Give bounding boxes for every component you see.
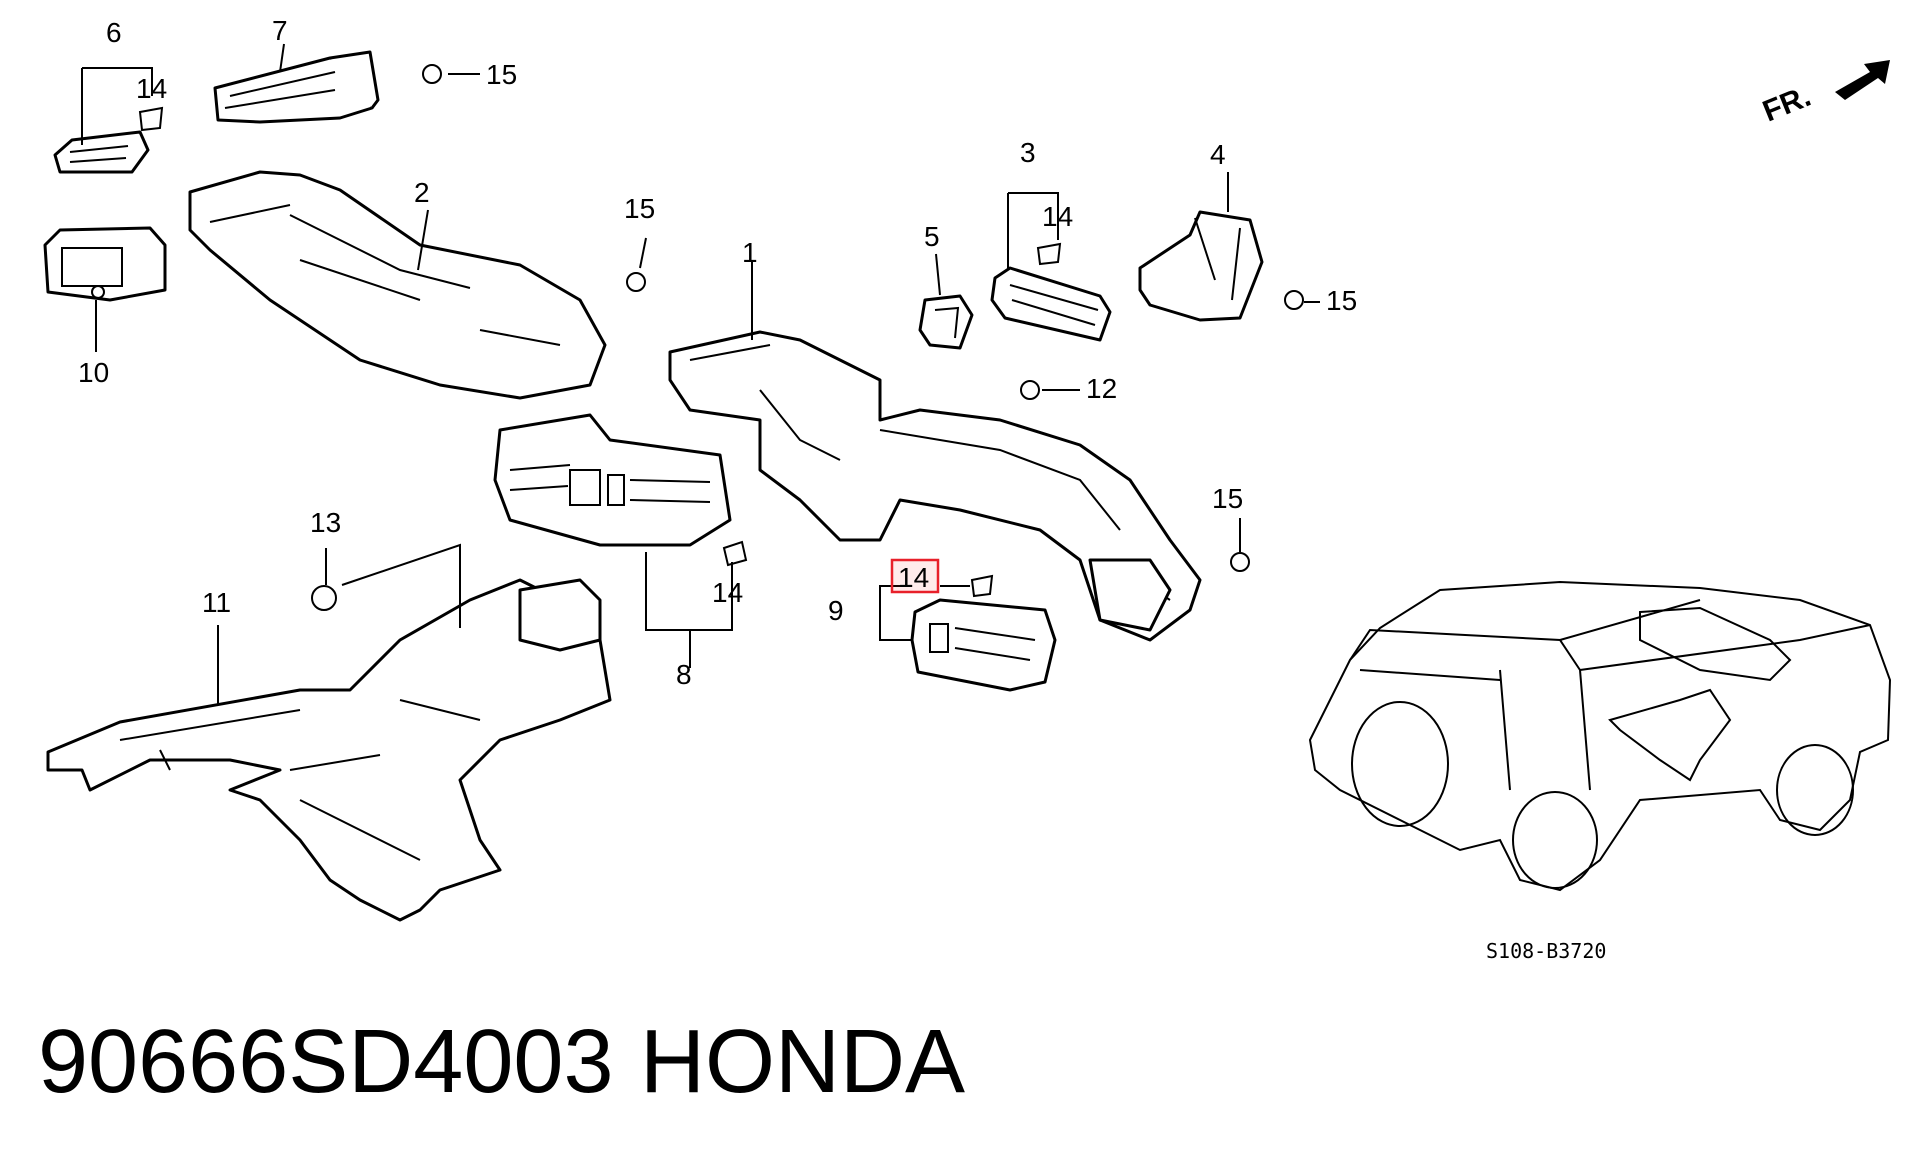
callout-10: 10 [78, 357, 109, 388]
callout-7: 7 [272, 15, 288, 46]
callout-14-top-left: 14 [136, 73, 167, 104]
clip-14-part3 [1036, 242, 1062, 266]
callout-14-part3: 14 [1042, 201, 1073, 232]
part-4-duct [1138, 210, 1264, 322]
callout-6: 6 [106, 17, 122, 48]
callout-12: 12 [1086, 373, 1117, 404]
clip-13 [311, 585, 337, 611]
part-10-vent [43, 226, 167, 302]
part-1-main-duct [668, 330, 1202, 642]
screw-12 [1020, 380, 1040, 400]
screw-15-top [422, 64, 442, 84]
callout-5: 5 [924, 221, 940, 252]
callout-8: 8 [676, 659, 692, 690]
brand-name: HONDA [640, 1012, 965, 1112]
front-direction-indicator: FR. [1758, 60, 1890, 128]
part-9-vent [910, 598, 1057, 692]
callout-9: 9 [828, 595, 844, 626]
callout-15-lower-right: 15 [1212, 483, 1243, 514]
part-5-clip [918, 294, 974, 350]
part-number: 90666SD4003 [38, 1012, 614, 1112]
screw-15-right [1284, 290, 1304, 310]
callout-14-center: 14 [712, 577, 743, 608]
clip-parts [138, 64, 1304, 611]
part-7-duct [213, 50, 380, 124]
leader-lines [81, 43, 1320, 705]
callout-3: 3 [1020, 137, 1036, 168]
clip-14-top-left [138, 106, 164, 132]
selected-part-highlight [890, 558, 940, 594]
part-2-duct [188, 170, 607, 400]
callout-15-left: 15 [624, 193, 655, 224]
callout-2: 2 [414, 177, 430, 208]
callout-13: 13 [310, 507, 341, 538]
callout-4: 4 [1210, 139, 1226, 170]
front-direction-label: FR. [1758, 80, 1815, 129]
part-11-floor-duct [46, 578, 612, 922]
screw-15-lower-right [1230, 552, 1250, 572]
clip-14-highlighted [970, 574, 994, 598]
part-6-vent [53, 130, 150, 174]
screw-15-left [626, 272, 646, 292]
callout-1: 1 [742, 237, 758, 268]
part-8-center-vent [493, 413, 732, 547]
diagram-code: S108-B3720 [1486, 939, 1606, 963]
front-arrow-icon [1835, 60, 1890, 100]
callout-14-highlighted: 14 [898, 562, 929, 593]
callout-labels: 6 14 7 15 2 15 1 5 3 14 4 15 10 12 15 13… [78, 15, 1357, 690]
callout-15-right: 15 [1326, 285, 1357, 316]
callout-15-top: 15 [486, 59, 517, 90]
vehicle-location-sketch [1308, 580, 1892, 892]
callout-11: 11 [202, 587, 231, 618]
part-3-vent [990, 266, 1112, 342]
clip-14-center [722, 540, 748, 567]
